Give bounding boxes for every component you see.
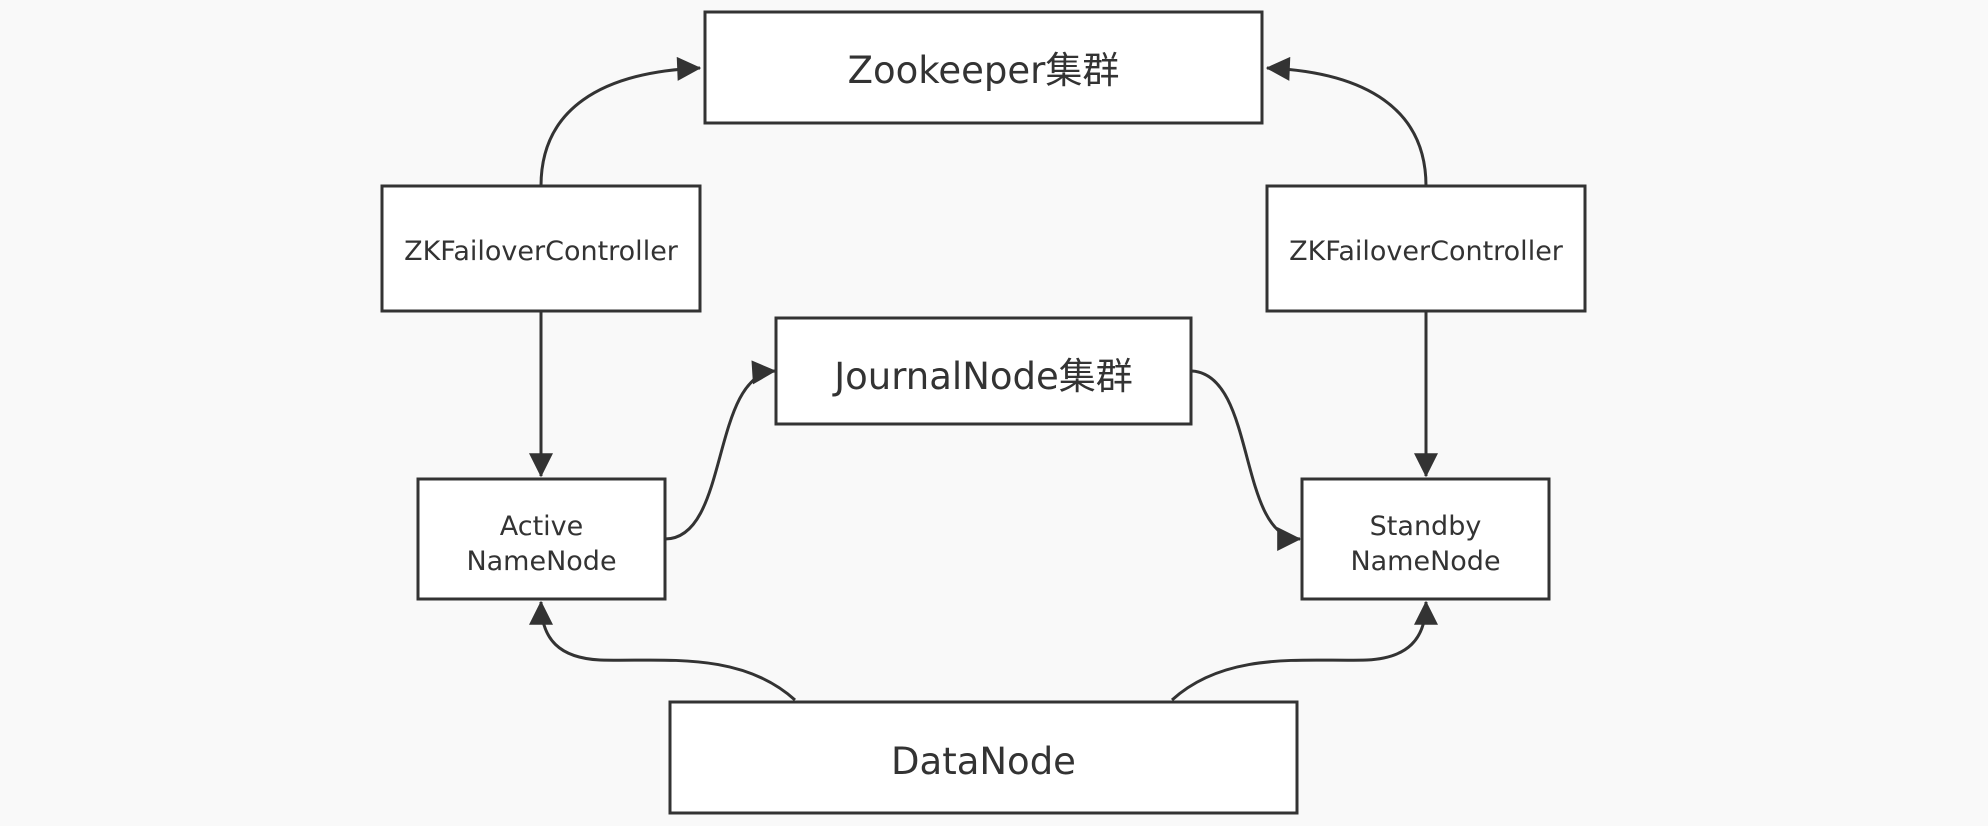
active-namenode-label-line2: NameNode <box>466 546 616 577</box>
edge-journalnode-to-standby-namenode <box>1191 369 1302 551</box>
zookeeper-cluster-label: Zookeeper集群 <box>848 49 1120 92</box>
zkfc-left-label: ZKFailoverController <box>404 236 679 267</box>
zkfc-right-label: ZKFailoverController <box>1289 236 1564 267</box>
datanode-node: DataNode <box>668 700 1299 815</box>
journalnode-cluster-label: JournalNode集群 <box>832 355 1133 398</box>
standby-namenode-label-line1: Standby <box>1370 511 1482 542</box>
active-namenode-node: Active NameNode <box>416 477 667 601</box>
edge-datanode-to-active-namenode <box>529 600 797 702</box>
active-namenode-label-line1: Active <box>500 511 584 542</box>
edge-datanode-to-standby-namenode <box>1170 600 1438 702</box>
standby-namenode-node: Standby NameNode <box>1300 477 1551 601</box>
edge-zkfc-left-to-zookeeper <box>539 56 702 187</box>
edge-active-namenode-to-journalnode <box>664 360 777 541</box>
journalnode-cluster-node: JournalNode集群 <box>774 316 1193 426</box>
zkfc-left-node: ZKFailoverController <box>380 184 702 313</box>
standby-namenode-label-line2: NameNode <box>1350 546 1500 577</box>
edges <box>529 56 1438 702</box>
zookeeper-cluster-node: Zookeeper集群 <box>703 10 1264 125</box>
datanode-label: DataNode <box>891 740 1076 783</box>
edge-zkfc-right-to-zookeeper <box>1265 56 1428 187</box>
zkfc-right-node: ZKFailoverController <box>1265 184 1587 313</box>
